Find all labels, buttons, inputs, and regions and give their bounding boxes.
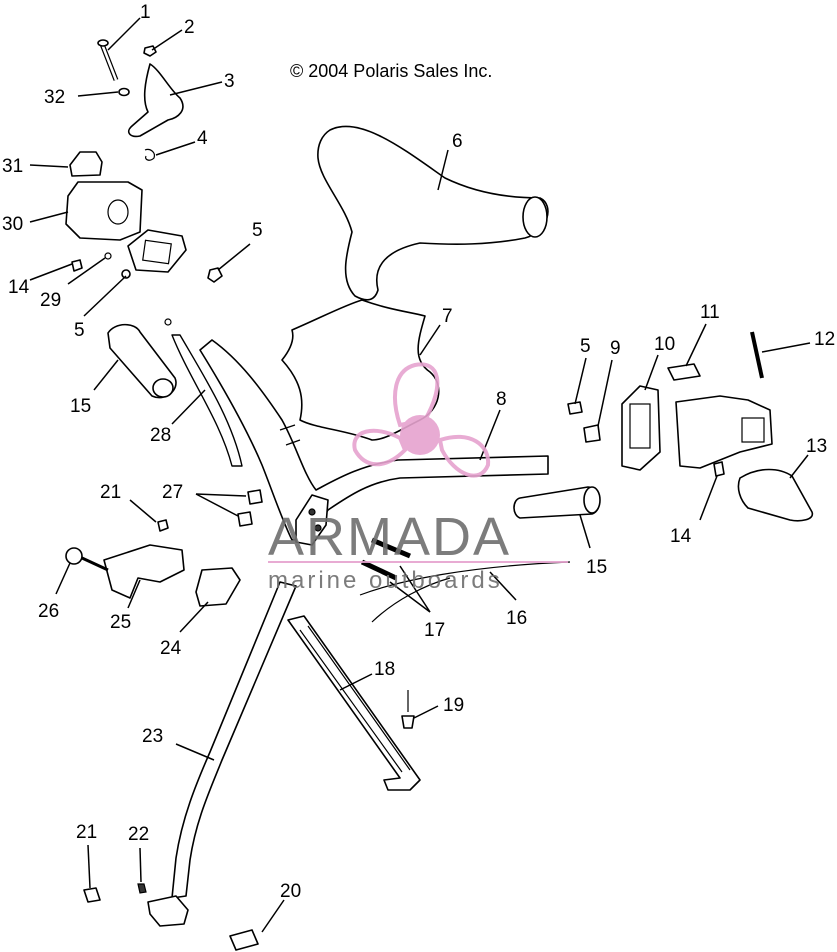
bolt-head <box>97 39 109 47</box>
callout-30: 30 <box>2 214 23 235</box>
handlebar-knurl <box>279 424 301 446</box>
part-throttle-cable <box>171 334 243 467</box>
part-steering-shaft <box>171 581 297 899</box>
watermark-tagline: marine outboards <box>268 567 503 594</box>
part-washer-29 <box>104 252 112 260</box>
part-nut-14-left <box>71 259 83 272</box>
callout-5: 5 <box>252 220 263 241</box>
handlebar-clamp <box>295 494 329 546</box>
part-nut-5 <box>207 267 223 283</box>
part-nut-14-right <box>713 461 725 477</box>
part-plunger <box>583 424 601 443</box>
part-bolt-17a <box>371 537 411 559</box>
callout-14: 14 <box>8 277 30 298</box>
callout-21: 21 <box>76 822 97 843</box>
callout-8: 8 <box>496 389 507 410</box>
callout-17: 17 <box>424 620 445 641</box>
part-nut-27a <box>247 489 263 505</box>
part-grip-left <box>107 323 177 399</box>
strap-detail <box>299 625 411 773</box>
part-reservoir-cap <box>69 151 103 177</box>
callout-7: 7 <box>442 306 453 327</box>
watermark-brand: ARMADA <box>268 507 511 567</box>
watermark: ARMADA marine outboards <box>268 362 568 594</box>
callout-27: 27 <box>162 482 183 503</box>
leader-lines <box>29 17 811 933</box>
callout-31: 31 <box>2 156 23 177</box>
housing-detail <box>741 417 765 443</box>
part-nut-27b <box>237 511 253 527</box>
callout-5: 5 <box>74 320 85 341</box>
callout-labels: 1 2 3 4 5 5 5 6 7 8 9 10 11 12 13 14 14 … <box>2 2 835 902</box>
callout-6: 6 <box>452 131 463 152</box>
callout-22: 22 <box>128 824 149 845</box>
callout-1: 1 <box>140 2 151 23</box>
part-master-cylinder <box>65 181 143 241</box>
callout-11: 11 <box>700 302 720 323</box>
callout-10: 10 <box>654 334 675 355</box>
part-washer <box>118 87 130 97</box>
pad-end-opening <box>522 196 548 238</box>
clamp-bolt-hole <box>314 524 322 532</box>
callout-12: 12 <box>814 329 835 350</box>
cover-plate-window <box>142 239 172 265</box>
callout-18: 18 <box>374 659 395 680</box>
part-clip <box>144 148 155 161</box>
part-cable-sleeve <box>371 577 451 623</box>
gasket-window <box>629 403 651 449</box>
part-cover-plate <box>127 229 187 273</box>
copyright-notice: © 2004 Polaris Sales Inc. <box>290 61 492 81</box>
part-switch-housing <box>675 395 773 469</box>
part-nut-21-top <box>157 519 169 532</box>
callout-25: 25 <box>110 612 131 633</box>
clamp-bolt-hole <box>308 508 316 516</box>
part-nut-22 <box>137 883 147 894</box>
callout-32: 32 <box>44 87 65 108</box>
callout-15: 15 <box>70 396 91 417</box>
callout-15: 15 <box>586 557 607 578</box>
part-throttle-cable-right <box>359 561 571 596</box>
callout-9: 9 <box>610 338 621 359</box>
callout-28: 28 <box>150 425 171 446</box>
callout-4: 4 <box>197 128 208 149</box>
part-mount-bracket <box>103 544 185 599</box>
part-bolt-17b <box>360 559 398 581</box>
part-steering-strap <box>287 615 421 791</box>
callout-14: 14 <box>670 526 692 547</box>
part-bolt-19-head <box>401 715 415 729</box>
part-lever-cover <box>737 468 814 522</box>
part-screw <box>121 269 131 279</box>
callout-29: 29 <box>40 290 61 311</box>
part-gasket <box>621 385 661 471</box>
callout-20: 20 <box>280 881 301 902</box>
part-clamp-knob <box>65 547 83 565</box>
callout-5: 5 <box>580 336 591 357</box>
part-handlebar <box>199 339 549 541</box>
cable-end <box>164 318 172 326</box>
part-pin <box>750 331 764 379</box>
knob-shaft <box>81 556 109 572</box>
part-nut <box>143 45 157 57</box>
callout-21: 21 <box>100 482 121 503</box>
part-bracket-clip <box>195 567 241 607</box>
callout-26: 26 <box>38 601 59 622</box>
part-nut-21-bottom <box>83 887 101 903</box>
callout-3: 3 <box>224 71 235 92</box>
part-pivot-bolt-inner <box>100 43 118 81</box>
callout-2: 2 <box>184 17 195 38</box>
cylinder-port <box>107 199 129 225</box>
callout-16: 16 <box>506 608 527 629</box>
callout-13: 13 <box>806 436 827 457</box>
part-lower-clamp <box>147 895 189 927</box>
part-handlebar-pad <box>317 125 549 301</box>
callout-23: 23 <box>142 726 163 747</box>
part-grip-right <box>513 486 601 519</box>
watermark-propeller-icon <box>352 362 491 478</box>
callout-24: 24 <box>160 638 182 659</box>
part-brake-lever <box>128 63 184 138</box>
callout-19: 19 <box>443 695 464 716</box>
part-pin-20 <box>229 929 259 951</box>
part-switch-block <box>667 363 701 381</box>
